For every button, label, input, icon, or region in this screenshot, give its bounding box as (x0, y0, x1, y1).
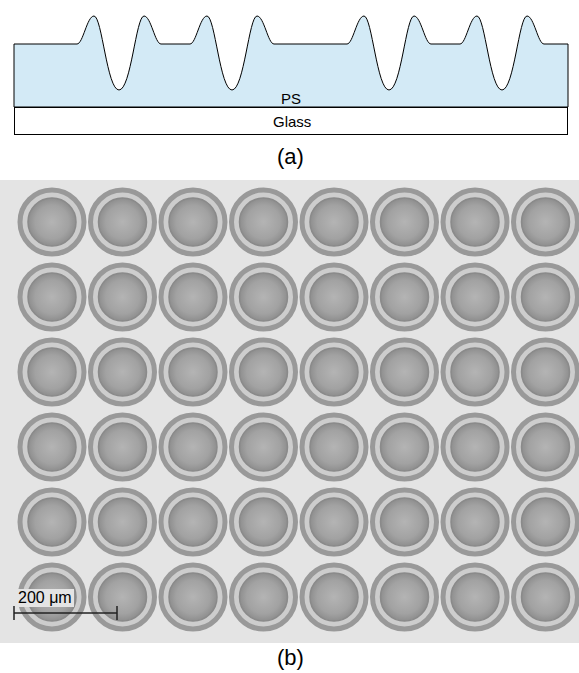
lens (161, 415, 225, 479)
lens (302, 190, 366, 254)
polymer-layer: PS (14, 44, 568, 107)
lens (91, 565, 155, 629)
scale-label: 200 μm (16, 589, 74, 607)
panel-label: (a) (277, 144, 304, 170)
lens (91, 415, 155, 479)
lens (443, 565, 507, 629)
lens (514, 565, 578, 629)
lens (91, 190, 155, 254)
scale-bar (14, 606, 117, 620)
lens (443, 415, 507, 479)
lens (91, 340, 155, 404)
layer-label: PS (281, 90, 301, 107)
lens (302, 340, 366, 404)
lens (20, 415, 84, 479)
lens (232, 565, 296, 629)
lens (91, 265, 155, 329)
lens (20, 340, 84, 404)
lens (514, 415, 578, 479)
lens (373, 340, 437, 404)
lens (443, 340, 507, 404)
lens (373, 265, 437, 329)
lens (302, 490, 366, 554)
lens (514, 490, 578, 554)
lens (302, 265, 366, 329)
lens (373, 490, 437, 554)
lens (161, 190, 225, 254)
lens (161, 565, 225, 629)
lens (302, 565, 366, 629)
lens (232, 265, 296, 329)
lens (302, 415, 366, 479)
lens (232, 490, 296, 554)
lens (20, 490, 84, 554)
lens (443, 490, 507, 554)
lens (514, 190, 578, 254)
lens (443, 190, 507, 254)
lens (161, 265, 225, 329)
lens (161, 340, 225, 404)
lens (20, 265, 84, 329)
lens (373, 415, 437, 479)
lens (373, 565, 437, 629)
lens (161, 490, 225, 554)
lens-array (20, 190, 578, 629)
lens (373, 190, 437, 254)
panel-label: (b) (277, 645, 304, 671)
lens (232, 340, 296, 404)
lens (514, 265, 578, 329)
lens (20, 190, 84, 254)
photo-ground (0, 180, 579, 643)
lens (232, 415, 296, 479)
lens (91, 490, 155, 554)
lens (232, 190, 296, 254)
layer-label: Glass (273, 113, 311, 130)
substrate-layer: Glass (14, 107, 568, 135)
lens (514, 340, 578, 404)
lens (443, 265, 507, 329)
